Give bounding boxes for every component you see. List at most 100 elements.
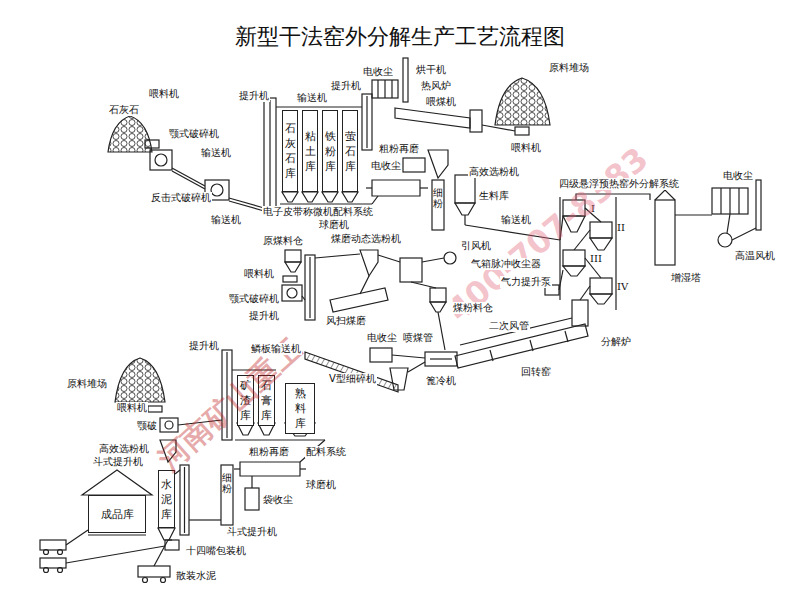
preheater-tower: [590, 222, 612, 238]
part-label: 提升机: [188, 340, 220, 352]
gas-cleaning: [732, 228, 756, 240]
coal-mill-section: [315, 254, 360, 258]
gas-cleaning: [727, 214, 730, 233]
raw-mill-section: [470, 110, 482, 132]
silo-box: 铁粉库: [322, 110, 338, 192]
warehouse-and-trucks: [44, 568, 49, 573]
coal-mill-section: [302, 296, 305, 300]
raw-mill-section: [420, 187, 428, 188]
preheater-tower: [615, 197, 616, 310]
coal-mill-section: [285, 262, 301, 272]
part-label: 粗粉再磨: [248, 446, 290, 458]
crusher-line: [172, 168, 205, 186]
raw-mill-section: [366, 187, 372, 188]
gas-cleaning: [675, 214, 712, 215]
silo-box: 水泥库: [158, 470, 175, 528]
part-label: 斗式提升机: [226, 526, 278, 538]
part-label: 喂料机: [116, 402, 148, 414]
part-label: 球磨机: [318, 219, 350, 231]
coal-mill-section: [285, 250, 301, 262]
part-label: 颚破: [136, 420, 158, 432]
part-label: 袋收尘: [262, 494, 294, 506]
part-label: 风扫煤磨: [325, 315, 367, 327]
part-label: 四级悬浮预热窑外分解系统: [558, 178, 680, 190]
raw-mill-section: [384, 80, 385, 98]
silo-cone: [282, 192, 298, 202]
part-label: 输送机: [200, 147, 232, 159]
bucket-elevator: [180, 94, 372, 535]
crusher-line: [211, 184, 223, 196]
cement-grinding: [240, 462, 300, 476]
silo-label: 萤石库: [345, 129, 356, 174]
part-label: 球磨机: [305, 479, 337, 491]
bucket-elevator: [305, 255, 315, 320]
crusher-line: [150, 150, 172, 170]
silo-label: 粘土库: [305, 129, 316, 174]
preheater-tower: [580, 286, 590, 300]
gas-cleaning: [729, 188, 730, 214]
conveyor-belt: [280, 203, 372, 204]
warehouse-and-trucks: [58, 568, 63, 573]
silo-box: 萤石库: [342, 110, 358, 192]
warehouse-and-trucks: [88, 534, 146, 535]
part-label: 斗式提升机: [92, 456, 144, 468]
bucket-elevator: [366, 96, 367, 148]
raw-mill-section: [403, 158, 425, 172]
gas-cleaning: [720, 188, 721, 214]
warehouse-and-trucks: [138, 566, 170, 577]
part-label: 电子皮带称微机配料系统: [262, 206, 374, 218]
part-label: 分解炉: [600, 336, 632, 348]
silo-label: 水泥库: [161, 477, 172, 522]
part-label: 回转窑: [520, 366, 552, 378]
preheater-tower: [572, 300, 588, 326]
coal-mill-section: [400, 258, 422, 282]
silo-label: 铁粉库: [325, 129, 336, 174]
silo-box: 粘土库: [302, 110, 318, 192]
cement-grinding: [168, 539, 172, 540]
warehouse-and-trucks: [143, 578, 148, 583]
part-label: 输送机: [500, 214, 532, 226]
warehouse-and-trucks: [154, 540, 168, 566]
plant-illustration: [40, 58, 761, 583]
coal-mill-section: [422, 258, 444, 262]
cement-grinding: [300, 468, 306, 469]
node-label: 成品库: [101, 507, 134, 522]
warehouse-box: 成品库: [88, 495, 146, 533]
part-label: 输送机: [296, 92, 328, 104]
kiln-and-cooler: [425, 352, 457, 366]
part-label: 生料库: [478, 190, 510, 202]
silo-cone: [322, 192, 338, 202]
part-label: 粗粉再磨: [378, 143, 420, 155]
raw-mill-section: [403, 58, 408, 102]
warehouse-and-trucks: [40, 540, 66, 550]
raw-mill-section: [372, 80, 398, 98]
raw-mill-section: [372, 180, 420, 196]
preheater-tower: [590, 294, 612, 304]
part-label: 鳞板输送机: [250, 343, 302, 355]
kiln-and-cooler: [392, 355, 425, 358]
kiln-and-cooler: [430, 358, 452, 359]
crusher-line: [145, 140, 264, 211]
raw-mill-section: [366, 58, 529, 230]
part-label: 电收尘: [722, 170, 754, 182]
part-label: 高温风机: [734, 250, 776, 262]
part-label: 原料堆场: [66, 378, 108, 390]
bucket-elevator: [309, 257, 310, 318]
cement-grinding: [189, 519, 221, 520]
part-label: 石灰石: [108, 104, 140, 116]
part-label: 提升机: [248, 310, 280, 322]
part-label: 散装水泥: [175, 570, 217, 582]
part-label: 喂煤机: [425, 96, 457, 108]
silo-cone: [342, 192, 358, 202]
part-label: 引风机: [460, 240, 492, 252]
part-label: 原料堆场: [548, 62, 590, 74]
coal-mill-section: [559, 270, 563, 290]
coal-mill-section: [282, 250, 563, 312]
coal-mill-section: [282, 285, 302, 301]
coal-mill-section: [360, 250, 378, 276]
bucket-elevator: [362, 94, 372, 150]
coal-mill-section: [411, 282, 436, 288]
diagram-title: 新型干法窑外分解生产工艺流程图: [0, 22, 800, 52]
part-label: 煤粉料仓: [452, 302, 494, 314]
crusher-line: [172, 171, 205, 189]
